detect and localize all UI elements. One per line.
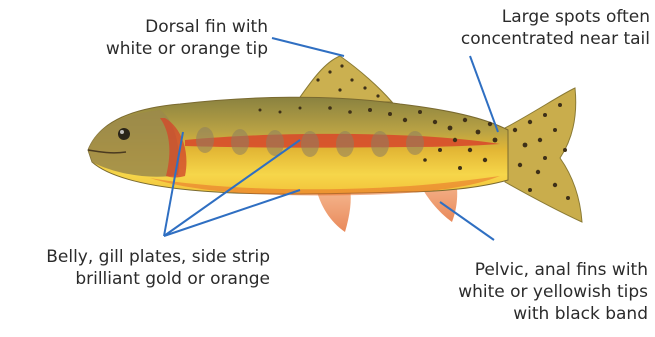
label-belly: Belly, gill plates, side strip brilliant… [4,246,270,290]
label-line: white or orange tip [70,38,268,60]
label-line: with black band [420,303,648,325]
leader-belly-3 [164,190,300,236]
label-line: concentrated near tail [407,28,650,50]
label-line: Belly, gill plates, side strip [4,246,270,268]
label-line: Large spots often [407,6,650,28]
leader-pelvic [440,202,494,240]
label-line: Dorsal fin with [70,16,268,38]
label-spots: Large spots often concentrated near tail [407,6,650,50]
eye [118,128,130,140]
label-line: brilliant gold or orange [4,268,270,290]
leader-dorsal [272,38,344,56]
caudal-fin [505,88,582,222]
label-dorsal-fin: Dorsal fin with white or orange tip [70,16,268,60]
label-line: Pelvic, anal fins with [420,259,648,281]
label-pelvic-fins: Pelvic, anal fins with white or yellowis… [420,259,648,325]
label-line: white or yellowish tips [420,281,648,303]
